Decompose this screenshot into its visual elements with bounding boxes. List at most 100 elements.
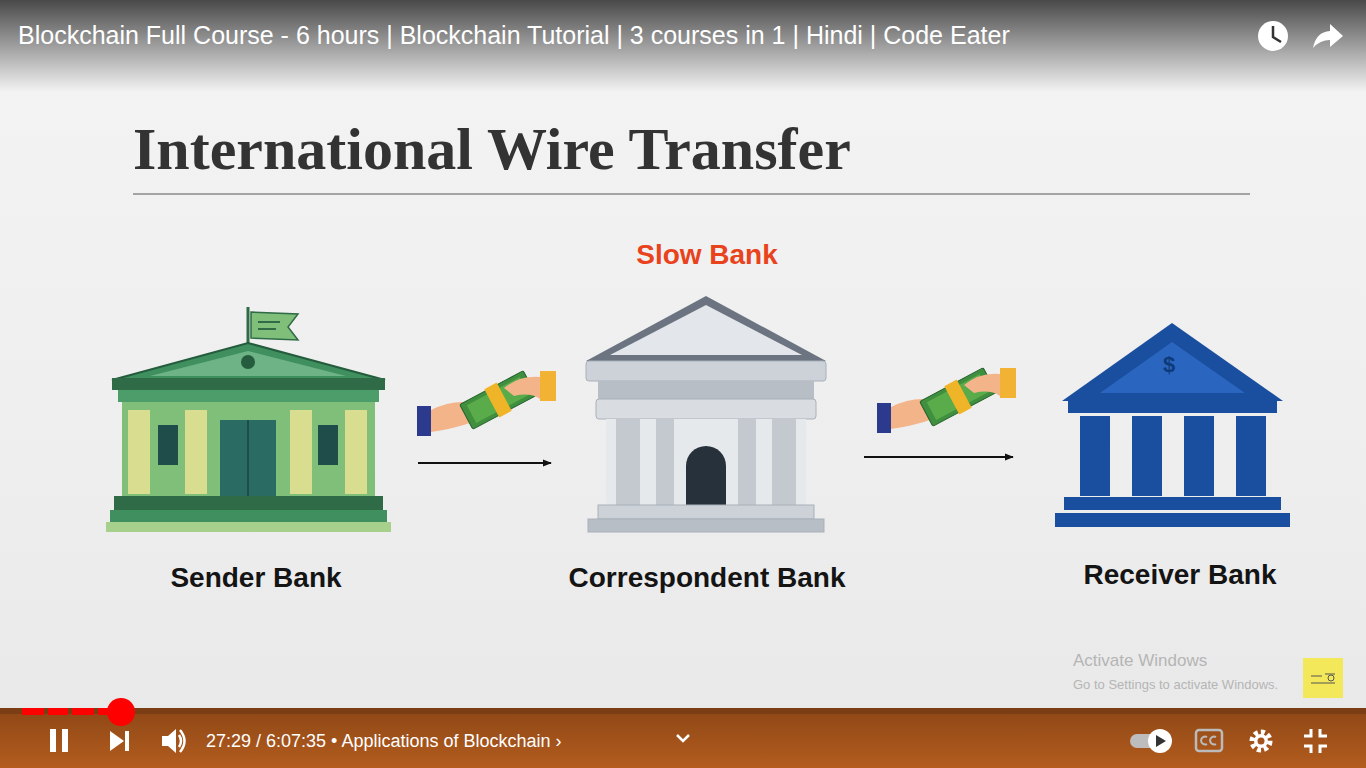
volume-icon [162,729,185,753]
clock-icon [1258,21,1288,51]
money-hand-icon [417,369,556,436]
next-icon [110,731,124,751]
bank-label: Sender Bank [170,561,341,595]
settings-icon [1252,732,1270,750]
currency-symbol: $ [1163,352,1175,378]
receiver-bank-icon [1184,416,1214,496]
flow-arrow [418,462,551,464]
sender-bank-icon [258,321,280,323]
exit-fullscreen-icon [1304,729,1327,753]
bank-node: Sender Bank [100,300,412,600]
money-hand-icon [540,371,556,401]
exit-fullscreen-icon [1320,746,1327,753]
progress-track [0,708,1366,714]
receiver-bank-icon [1062,323,1283,401]
progress-played [107,698,135,726]
channel-logo [1303,658,1343,698]
bank-label: Correspondent Bank [569,561,846,595]
settings-icon [1258,738,1265,745]
pause-icon [50,729,56,752]
clock-icon [1273,26,1281,42]
receiver-bank-icon [1055,323,1290,527]
volume-icon [179,735,181,747]
receiver-bank-icon [1080,416,1110,496]
exit-fullscreen-icon [1320,729,1327,736]
sender-bank-icon [241,355,255,369]
channel-logo [1328,675,1334,681]
receiver-bank-icon [1236,416,1266,496]
control-bar [0,708,1366,768]
exit-fullscreen-icon [1304,746,1311,753]
sender-bank-icon [247,420,249,498]
progress-played [22,708,44,715]
settings-icon [1254,734,1268,748]
correspondent-bank-icon [586,296,826,361]
correspondent-bank-icon [738,419,756,505]
share-icon [1313,24,1343,48]
next-icon [125,731,129,751]
sender-bank-icon [110,510,387,522]
correspondent-bank-icon [656,419,674,505]
bank-node: Receiver Bank [1020,315,1340,600]
correspondent-bank-icon [586,296,826,532]
channel-logo [1311,674,1335,683]
sender-bank-icon [128,410,150,494]
sender-bank-icon [150,351,346,376]
correspondent-bank-icon [598,505,814,519]
sender-bank-icon [112,343,385,380]
time-chapter: 27:29 / 6:07:35 • Applications of Blockc… [206,730,562,752]
sender-bank-icon [185,410,207,494]
sender-bank-icon [345,410,367,494]
progress-played [22,698,135,726]
money-hand-icon [417,406,431,436]
next-icon [110,731,129,751]
bank-node: Slow BankCorrespondent Bank [557,232,857,600]
sender-bank-icon [220,420,276,498]
receiver-bank-icon [1064,497,1281,510]
os-watermark: Go to Settings to activate Windows. [1073,677,1278,693]
correspondent-bank-icon [610,305,802,355]
receiver-bank-icon [1100,342,1245,393]
clock-icon [1258,21,1288,51]
money-hand-icon [504,377,540,399]
chapter-chevron [677,735,689,741]
correspondent-bank-icon [616,419,640,505]
correspondent-bank-icon [588,519,824,532]
autoplay-toggle [1156,735,1166,747]
receiver-bank-icon [1132,416,1162,496]
flow-arrow [864,456,1013,458]
video-title: Blockchain Full Course - 6 hours | Block… [18,20,1010,50]
money-hand-icon [877,366,1016,433]
correspondent-bank-icon [596,399,816,419]
slide-title: International Wire Transfer [133,112,851,186]
title-rule [133,193,1250,195]
sender-bank-icon [158,425,178,465]
os-watermark: Activate Windows [1073,651,1207,671]
sender-bank-icon [106,307,391,532]
correspondent-bank-icon [772,419,796,505]
receiver-bank-icon [1055,513,1290,527]
sender-bank-icon [112,378,385,390]
correspondent-bank-icon [686,446,726,505]
channel-logo [1303,658,1343,698]
sender-bank-icon [290,410,312,494]
sender-bank-icon [251,312,298,340]
share-icon [1313,24,1343,48]
correspondent-bank-icon [586,361,826,381]
progress-played [72,708,94,715]
exit-fullscreen-icon [1304,729,1311,736]
autoplay-toggle [1130,729,1172,753]
progress-played [48,708,68,715]
correspondent-bank-icon [598,381,814,399]
cc-icon [1196,730,1222,751]
sender-bank-icon [258,328,276,330]
cc-icon [1201,737,1216,745]
sender-bank-icon [118,390,379,402]
status-heading: Slow Bank [636,238,778,272]
bank-label: Receiver Bank [1083,558,1276,592]
cc-icon [1196,730,1222,751]
sender-bank-icon [106,522,391,532]
autoplay-toggle [1148,729,1172,753]
sender-bank-icon [318,425,338,465]
